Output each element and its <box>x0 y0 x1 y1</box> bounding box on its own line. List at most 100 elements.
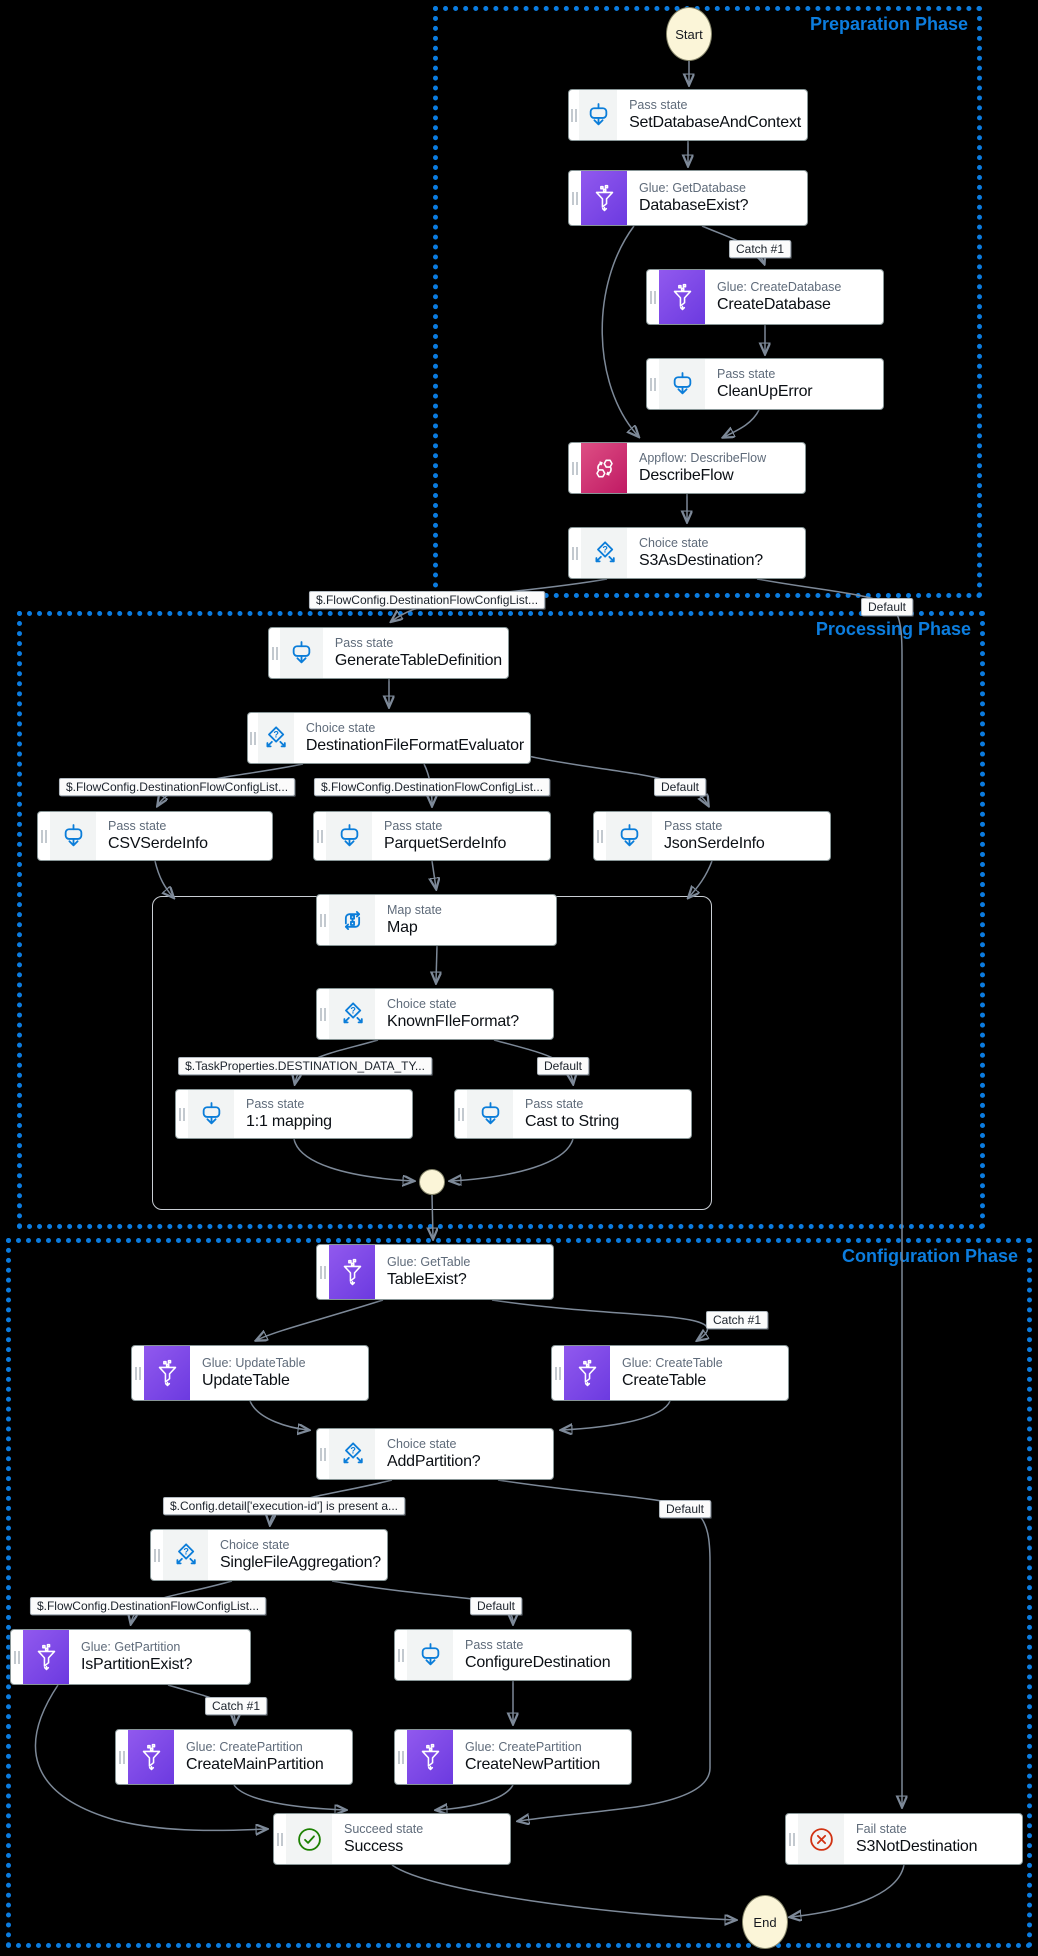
phase-title: Configuration Phase <box>841 1246 1018 1266</box>
state-type-label: Glue: UpdateTable <box>202 1356 306 1370</box>
drag-handle-icon <box>569 528 581 578</box>
pass-icon <box>606 812 652 860</box>
pass-icon <box>50 812 96 860</box>
state-node-destination-file-format-evaluator[interactable]: ? Choice state DestinationFileFormatEval… <box>247 712 531 764</box>
edge-13 <box>154 860 173 897</box>
state-type-label: Glue: CreatePartition <box>186 1740 303 1754</box>
join-node <box>419 1169 445 1195</box>
edge-33 <box>233 1784 345 1810</box>
drag-handle-icon <box>594 812 606 860</box>
state-node-one-to-one-mapping[interactable]: Pass state 1:1 mapping <box>175 1089 413 1139</box>
appflow-icon <box>581 443 627 493</box>
state-node-clean-up-error[interactable]: Pass state CleanUpError <box>646 358 884 410</box>
drag-handle-icon <box>786 1814 798 1864</box>
edge-15 <box>689 860 713 897</box>
state-type-label: Glue: CreateTable <box>622 1356 723 1370</box>
state-node-json-serde-info[interactable]: Pass state JsonSerdeInfo <box>593 811 831 861</box>
state-name: JsonSerdeInfo <box>664 835 765 852</box>
drag-handle-icon <box>455 1090 467 1138</box>
drag-handle-icon <box>647 359 659 409</box>
phase-box-processing: Processing Phase <box>17 611 985 1229</box>
state-node-describe-flow[interactable]: Appflow: DescribeFlow DescribeFlow <box>568 442 806 494</box>
state-node-known-file-format[interactable]: ? Choice state KnownFIleFormat? <box>316 988 554 1040</box>
state-node-csv-serde-info[interactable]: Pass state CSVSerdeInfo <box>37 811 273 861</box>
edge-22 <box>257 1299 384 1340</box>
edge-rule-label: $.Config.detail['execution-id'] is prese… <box>162 1497 406 1515</box>
choice-icon: ? <box>257 713 294 763</box>
state-type-label: Choice state <box>639 536 709 550</box>
state-type-label: Glue: GetPartition <box>81 1640 181 1654</box>
svg-text:?: ? <box>602 544 608 554</box>
state-name: ParquetSerdeInfo <box>384 835 507 852</box>
state-name: CreateTable <box>622 1372 707 1389</box>
edge-rule-label: Catch #1 <box>705 1311 769 1329</box>
state-node-generate-table-definition[interactable]: Pass state GenerateTableDefinition <box>268 627 509 679</box>
state-node-set-database-and-context[interactable]: Pass state SetDatabaseAndContext <box>568 89 808 141</box>
state-node-table-exist[interactable]: Glue: GetTable TableExist? <box>316 1244 554 1300</box>
edge-21 <box>432 1194 433 1238</box>
state-node-cast-to-string[interactable]: Pass state Cast to String <box>454 1089 692 1139</box>
state-node-success[interactable]: Succeed state Success <box>273 1813 511 1865</box>
state-node-update-table[interactable]: Glue: UpdateTable UpdateTable <box>131 1345 369 1401</box>
state-node-add-partition[interactable]: ? Choice state AddPartition? <box>316 1428 554 1480</box>
choice-icon: ? <box>329 1429 375 1479</box>
state-type-label: Pass state <box>246 1097 305 1111</box>
edge-35 <box>391 1864 735 1920</box>
fail-icon <box>798 1814 844 1864</box>
drag-handle-icon <box>38 812 50 860</box>
edge-rule-label: $.FlowConfig.DestinationFlowConfigList..… <box>308 591 546 609</box>
drag-handle-icon <box>569 90 579 140</box>
pass-icon <box>467 1090 513 1138</box>
edge-34 <box>437 1784 514 1810</box>
edge-24 <box>249 1400 308 1430</box>
state-name: IsPartitionExist? <box>81 1656 193 1673</box>
choice-icon: ? <box>162 1530 208 1580</box>
edge-3 <box>601 225 638 436</box>
edge-25 <box>562 1400 671 1430</box>
edge-8 <box>756 578 902 1806</box>
state-name: CreateDatabase <box>717 296 831 313</box>
drag-handle-icon <box>11 1630 23 1684</box>
state-type-label: Pass state <box>629 98 688 112</box>
drag-handle-icon <box>395 1630 407 1680</box>
drag-handle-icon <box>151 1530 163 1580</box>
state-node-create-new-partition[interactable]: Glue: CreatePartition CreateNewPartition <box>394 1729 632 1785</box>
drag-handle-icon <box>248 713 258 763</box>
glue-icon <box>23 1630 69 1684</box>
state-name: CreateMainPartition <box>186 1756 324 1773</box>
state-name: GenerateTableDefinition <box>334 652 502 669</box>
phase-title: Processing Phase <box>815 619 971 639</box>
state-type-label: Pass state <box>465 1638 524 1652</box>
state-name: DatabaseExist? <box>639 197 749 214</box>
state-node-create-main-partition[interactable]: Glue: CreatePartition CreateMainPartitio… <box>115 1729 353 1785</box>
svg-text:?: ? <box>183 1546 189 1556</box>
phase-title: Preparation Phase <box>809 14 968 34</box>
start-node: Start <box>666 7 712 61</box>
state-node-configure-destination[interactable]: Pass state ConfigureDestination <box>394 1629 632 1681</box>
state-node-s3-not-destination[interactable]: Fail state S3NotDestination <box>785 1813 1023 1865</box>
drag-handle-icon <box>317 989 329 1039</box>
drag-handle-icon <box>647 270 659 324</box>
state-type-label: Pass state <box>664 819 723 833</box>
state-node-s3-as-destination[interactable]: ? Choice state S3AsDestination? <box>568 527 806 579</box>
state-node-database-exist[interactable]: Glue: GetDatabase DatabaseExist? <box>568 170 808 226</box>
state-node-single-file-aggregation[interactable]: ? Choice state SingleFileAggregation? <box>150 1529 388 1581</box>
edge-rule-label: Default <box>536 1057 590 1075</box>
edge-rule-label: $.FlowConfig.DestinationFlowConfigList..… <box>58 778 296 796</box>
edge-rule-label: Default <box>658 1500 712 1518</box>
state-node-map[interactable]: Map state Map <box>316 894 557 946</box>
drag-handle-icon <box>569 171 581 225</box>
state-name: CSVSerdeInfo <box>108 835 208 852</box>
state-node-parquet-serde-info[interactable]: Pass state ParquetSerdeInfo <box>313 811 551 861</box>
pass-icon <box>326 812 372 860</box>
state-node-is-partition-exist[interactable]: Glue: GetPartition IsPartitionExist? <box>10 1629 251 1685</box>
state-name: UpdateTable <box>202 1372 290 1389</box>
drag-handle-icon <box>132 1346 144 1400</box>
drag-handle-icon <box>317 895 329 945</box>
edge-17 <box>295 1039 379 1083</box>
state-name: S3NotDestination <box>856 1838 978 1855</box>
edge-14 <box>432 860 436 888</box>
state-node-create-database[interactable]: Glue: CreateDatabase CreateDatabase <box>646 269 884 325</box>
state-node-create-table[interactable]: Glue: CreateTable CreateTable <box>551 1345 789 1401</box>
edge-rule-label: Catch #1 <box>204 1697 268 1715</box>
